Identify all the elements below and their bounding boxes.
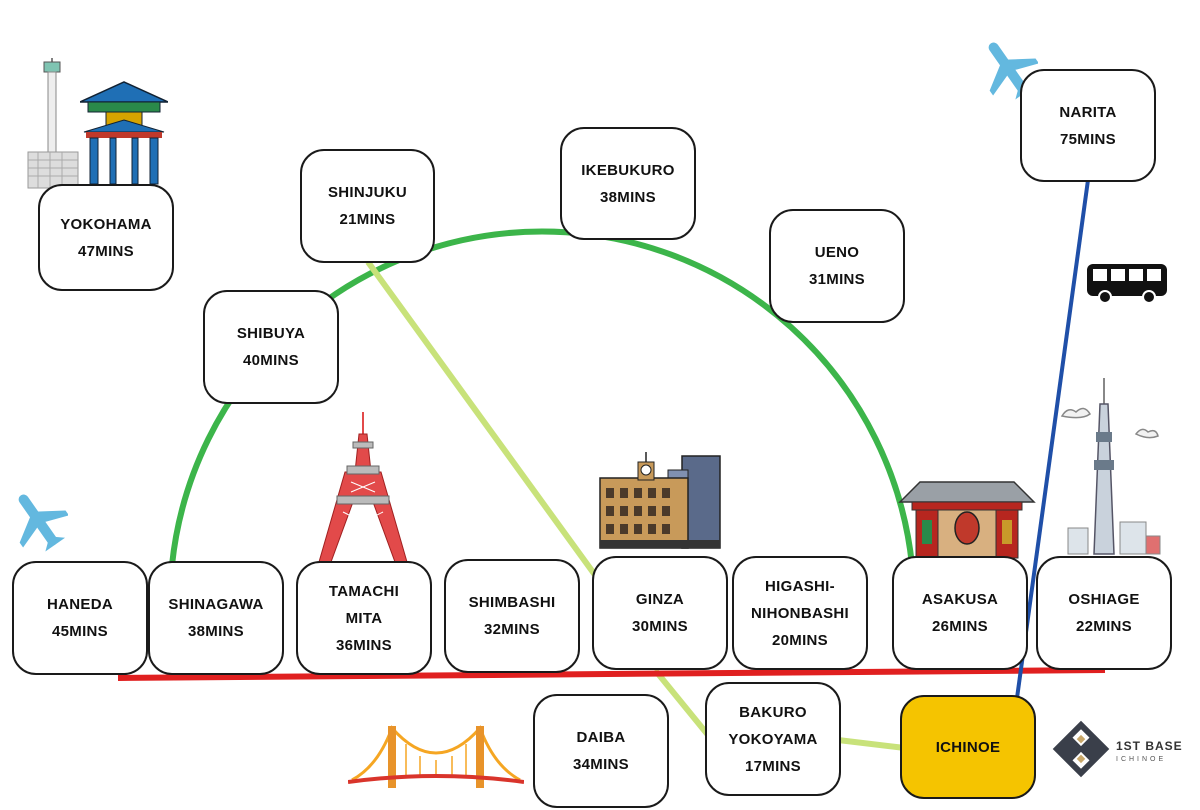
bus-icon	[1087, 264, 1167, 304]
station-name-line1: BAKURO	[739, 703, 807, 721]
station-narita[interactable]: NARITA 75MINS	[1020, 69, 1156, 182]
ginza-building-icon	[599, 452, 721, 549]
station-shinagawa[interactable]: SHINAGAWA 38MINS	[148, 561, 284, 675]
station-ueno[interactable]: UENO 31MINS	[769, 209, 905, 323]
shinjuku-line-ichinoe	[837, 737, 906, 751]
skytree-icon	[1060, 378, 1161, 555]
station-name-line2: YOKOYAMA	[728, 730, 818, 748]
station-name: OSHIAGE	[1068, 591, 1140, 608]
station-shibuya[interactable]: SHIBUYA 40MINS	[203, 290, 339, 404]
station-tamachi-mita[interactable]: TAMACHI MITA 36MINS	[296, 561, 432, 675]
station-name-line1: TAMACHI	[328, 582, 400, 600]
travel-time: 47MINS	[78, 242, 134, 260]
station-oshiage[interactable]: OSHIAGE 22MINS	[1036, 556, 1172, 670]
station-yokohama[interactable]: YOKOHAMA 47MINS	[38, 184, 174, 291]
station-shinjuku[interactable]: SHINJUKU 21MINS	[300, 149, 435, 263]
shinjuku-line-upper	[365, 260, 598, 577]
rainbow-bridge-icon	[348, 725, 524, 788]
travel-time: 38MINS	[188, 623, 244, 640]
yokohama-tower-icon	[27, 58, 79, 189]
travel-time: 34MINS	[573, 756, 629, 773]
travel-time: 40MINS	[243, 352, 299, 369]
travel-time: 45MINS	[52, 623, 108, 640]
logo-mark-icon	[1052, 720, 1110, 778]
travel-time: 20MINS	[772, 631, 828, 649]
station-name-line2: MITA	[345, 609, 383, 627]
airplane-icon	[18, 494, 68, 552]
station-daiba[interactable]: DAIBA 34MINS	[533, 694, 669, 808]
station-higashi-nihonbashi[interactable]: HIGASHI- NIHONBASHI 20MINS	[732, 556, 868, 670]
travel-time: 36MINS	[336, 636, 392, 654]
station-name: SHIBUYA	[236, 325, 306, 342]
station-name: YOKOHAMA	[60, 215, 152, 233]
travel-time: 38MINS	[600, 188, 656, 206]
station-name: SHINJUKU	[327, 184, 408, 201]
yamanote-line	[169, 228, 915, 566]
station-name: DAIBA	[576, 729, 626, 746]
travel-time: 32MINS	[484, 621, 540, 638]
station-bakuro-yokoyama[interactable]: BAKURO YOKOYAMA 17MINS	[705, 682, 841, 796]
station-haneda[interactable]: HANEDA 45MINS	[12, 561, 148, 675]
travel-time: 75MINS	[1060, 130, 1116, 148]
station-asakusa[interactable]: ASAKUSA 26MINS	[892, 556, 1028, 670]
station-name-line1: HIGASHI-	[765, 577, 835, 595]
kaminarimon-gate-icon	[898, 481, 1036, 559]
tokyo-tower-icon	[318, 412, 408, 563]
narita-line	[1015, 179, 1090, 699]
station-name-line2: NIHONBASHI	[750, 604, 849, 622]
asakusa-line	[117, 667, 1106, 681]
station-name: SHINAGAWA	[168, 596, 264, 613]
travel-time: 17MINS	[745, 757, 801, 775]
shinjuku-line-lower	[652, 668, 711, 737]
station-name: IKEBUKURO	[581, 161, 675, 179]
logo-name: 1ST BASE	[1116, 739, 1183, 753]
travel-time: 30MINS	[632, 618, 688, 635]
travel-time: 31MINS	[809, 271, 865, 288]
travel-time: 22MINS	[1076, 618, 1132, 635]
station-name: ASAKUSA	[921, 591, 999, 608]
station-name: ICHINOE	[935, 738, 1001, 756]
station-name: UENO	[814, 244, 860, 261]
chinatown-gate-icon	[80, 81, 168, 185]
station-name: SHIMBASHI	[468, 594, 556, 611]
station-name: GINZA	[635, 591, 685, 608]
station-name: NARITA	[1059, 103, 1117, 121]
station-ginza[interactable]: GINZA 30MINS	[592, 556, 728, 670]
station-ichinoe[interactable]: ICHINOE	[900, 695, 1036, 799]
station-name: HANEDA	[47, 596, 113, 613]
logo-subtitle: ICHINOE	[1116, 756, 1167, 763]
station-shimbashi[interactable]: SHIMBASHI 32MINS	[444, 559, 580, 673]
travel-time: 21MINS	[339, 211, 396, 228]
brand-logo: 1ST BASE ICHINOE	[1052, 720, 1192, 780]
travel-time: 26MINS	[932, 618, 988, 635]
station-ikebukuro[interactable]: IKEBUKURO 38MINS	[560, 127, 696, 240]
